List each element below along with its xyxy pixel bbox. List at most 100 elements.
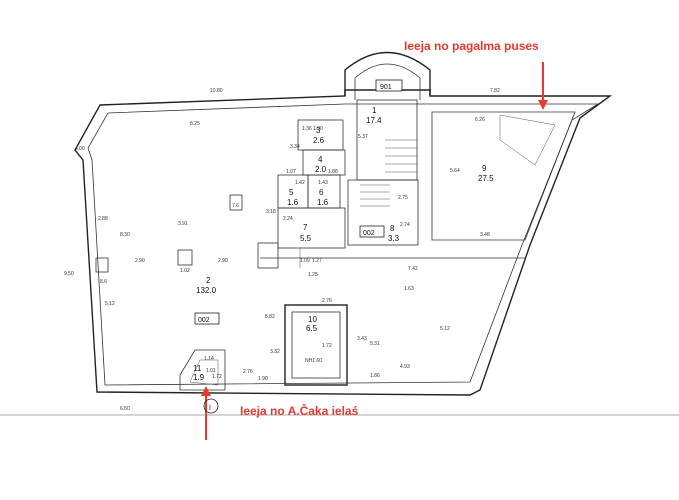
room-10-num: 10 <box>308 315 317 324</box>
room-3-num: 3 <box>316 126 321 135</box>
dimension-label: 8.25 <box>190 121 200 127</box>
room-8-outline <box>347 179 419 246</box>
dimension-label: 7.82 <box>490 88 500 94</box>
stair-marker-circle <box>203 398 219 414</box>
room-10-inner <box>291 311 341 379</box>
dimension-label: 8.6 <box>100 279 107 285</box>
stair-tower <box>344 51 431 96</box>
dimension-label: 3.43 <box>357 336 367 342</box>
pillar <box>177 249 193 266</box>
dimension-label: 1.43 <box>318 180 328 186</box>
dimension-label: 9.50 <box>64 271 74 277</box>
dimension-label: 6.26 <box>475 117 485 123</box>
dimension-label: 1.25 <box>308 272 318 278</box>
dimension-label: 2.90 <box>218 258 228 264</box>
dimension-label: 3.91 <box>178 221 188 227</box>
dimension-label: 1.14 <box>204 356 214 362</box>
stair-marker: I <box>209 405 211 412</box>
room-tag: 002 <box>198 317 210 324</box>
outer-wall-inner <box>87 103 600 386</box>
rear-entrance-arrowhead <box>538 100 548 110</box>
room-7-outline <box>277 207 346 249</box>
room-tag-box <box>194 312 220 325</box>
dimension-label: 1.72 <box>212 374 222 380</box>
room-10-area: 6.5 <box>306 324 318 333</box>
dimension-label: 8.82 <box>265 314 275 320</box>
dimension-label: 1.27 <box>312 258 322 264</box>
rear-entrance-label: Ieeja no pagalma puses <box>404 39 539 53</box>
room-8-area: 3.3 <box>388 234 400 243</box>
pillar <box>229 194 243 211</box>
dimension-label: 7.6 <box>232 203 239 209</box>
dimension-label: 10.80 <box>210 88 223 94</box>
dimension-label: 7.42 <box>408 266 418 272</box>
room-4-num: 4 <box>318 155 323 164</box>
vestibule-steps <box>189 359 219 386</box>
dimension-label: 5.31 <box>370 341 380 347</box>
dimension-label: 4.93 <box>400 364 410 370</box>
dimension-label: 2.90 <box>135 258 145 264</box>
front-entrance-label: Ieeja no A.Čaka ielaś <box>240 403 359 418</box>
dimension-label: 3.34 <box>290 144 300 150</box>
room-tag-small: 002 <box>363 230 375 237</box>
building-tag: 901 <box>380 84 392 91</box>
dimension-label: 2.24 <box>283 216 293 222</box>
dimension-label: 4.00 <box>75 146 85 152</box>
room-9-num: 9 <box>482 164 487 173</box>
dimension-label: 1.09 <box>300 258 310 264</box>
dimension-label: 5.64 <box>450 168 460 174</box>
room-10-outline <box>284 304 348 386</box>
dimension-label: 2.76 <box>322 298 332 304</box>
building-tag-box <box>375 79 403 92</box>
dimension-label: 5.12 <box>105 301 115 307</box>
dimension-label: 1.42 <box>295 180 305 186</box>
stair-label: NH1.60 <box>305 358 322 364</box>
dimension-label: 3.48 <box>480 232 490 238</box>
room-tag-box-small <box>359 225 385 238</box>
room-2-num: 2 <box>206 276 211 285</box>
room-4-area: 2.0 <box>315 165 327 174</box>
dimension-label: 1.90 <box>258 376 268 382</box>
dimension-label: 5.12 <box>440 326 450 332</box>
dimension-label: 1.90 <box>313 126 323 132</box>
room-8-num: 8 <box>390 224 395 233</box>
dimension-label: 3.18 <box>266 209 276 215</box>
dimension-label: 5.37 <box>358 134 368 140</box>
stair-tower-inner <box>354 63 421 100</box>
room-2-area: 132.0 <box>196 286 217 295</box>
dimension-label: 3.32 <box>270 349 280 355</box>
dimension-labels: 10.80 8.25 7.82 6.26 5.64 3.48 7.42 2.75 2.74 1.3… <box>64 88 500 412</box>
room-9-outline <box>431 111 576 241</box>
dimension-label: 8.30 <box>120 232 130 238</box>
dimension-label: 6.50 <box>120 406 130 412</box>
room-11-area: 1.9 <box>193 373 205 382</box>
dimension-label: 1.02 <box>180 268 190 274</box>
room-6-area: 1.6 <box>317 198 329 207</box>
room-1-area: 17.4 <box>366 116 382 125</box>
pillar <box>95 257 109 273</box>
dimension-label: 1.01 <box>206 368 216 374</box>
room-6-num: 6 <box>319 188 324 197</box>
dimension-label: 1.72 <box>322 343 332 349</box>
room-7-num: 7 <box>303 223 308 232</box>
outer-wall <box>74 89 613 396</box>
room-9-stair <box>499 114 556 166</box>
room-3-area: 2.6 <box>313 136 325 145</box>
dimension-label: 2.74 <box>400 222 410 228</box>
dimension-label: 1.63 <box>404 286 414 292</box>
dimension-label: 1.88 <box>328 169 338 175</box>
room-5-num: 5 <box>289 188 294 197</box>
dimension-label: 2.88 <box>98 216 108 222</box>
room-5-area: 1.6 <box>287 198 299 207</box>
dimension-label: 1.36 <box>302 126 312 132</box>
room-7-area: 5.5 <box>300 234 312 243</box>
room-11-outline <box>179 349 226 391</box>
room-9-area: 27.5 <box>478 174 494 183</box>
room-11-num: 11 <box>193 364 202 373</box>
room-3-outline <box>297 119 344 151</box>
dimension-label: 2.76 <box>243 369 253 375</box>
pillar <box>257 242 279 269</box>
stair-steps <box>360 139 417 207</box>
dimension-label: 2.75 <box>398 195 408 201</box>
